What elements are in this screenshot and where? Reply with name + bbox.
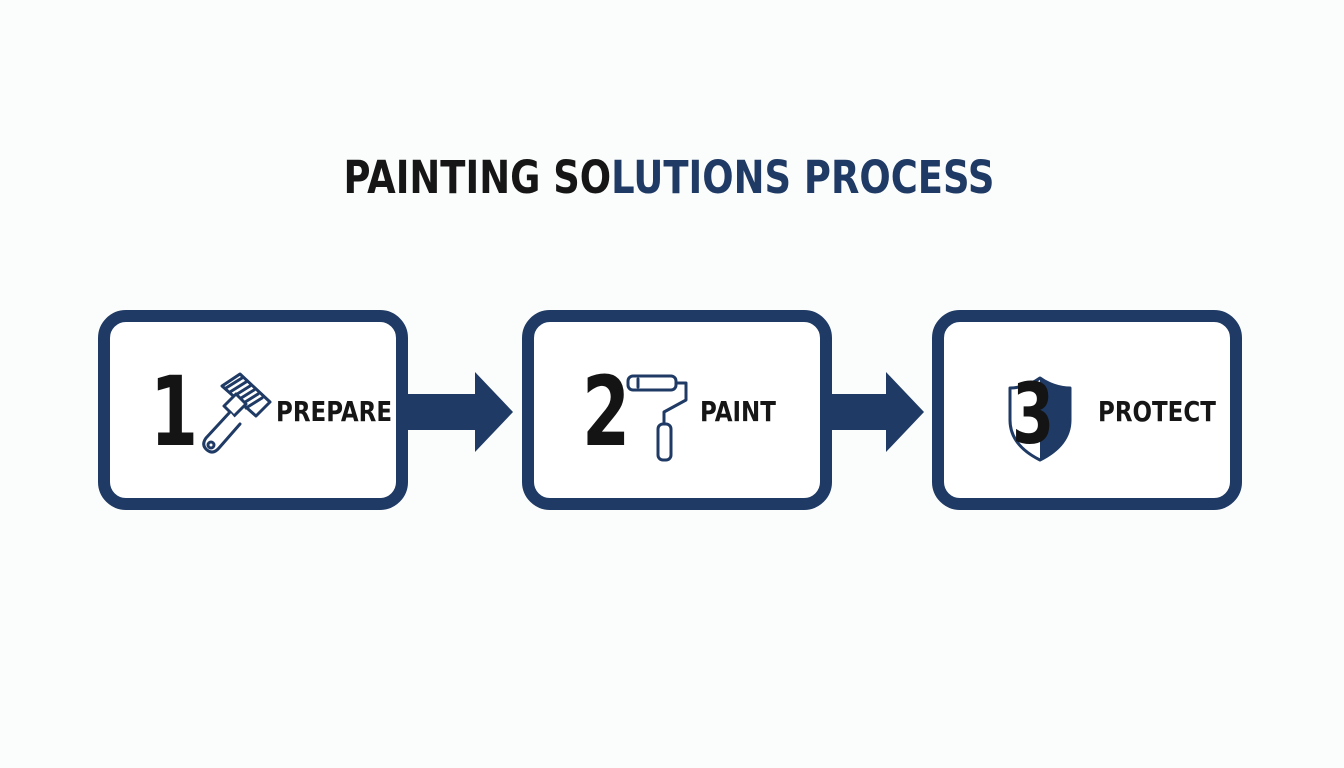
arrow-right-icon xyxy=(822,372,924,452)
title-part-dark: PAINTING SO xyxy=(343,151,612,204)
shield-icon xyxy=(1008,376,1072,462)
scraper-icon xyxy=(202,372,272,454)
step-prepare-box: 1 PREPARE xyxy=(98,310,408,510)
step-number: 3 xyxy=(1012,365,1055,463)
paint-roller-icon xyxy=(626,374,688,462)
step-paint-box: 2 PAINT xyxy=(522,310,832,510)
diagram-title: PAINTING SOLUTIONS PROCESS xyxy=(118,148,1220,208)
step-protect-box: 3 PROTECT xyxy=(932,310,1242,510)
step-label-paint: PAINT xyxy=(700,395,776,428)
title-part-blue: LUTIONS PROCESS xyxy=(611,151,995,204)
step-label-prepare: PREPARE xyxy=(276,395,393,428)
arrow-right-icon xyxy=(407,372,513,452)
step-label-protect: PROTECT xyxy=(1098,395,1216,428)
step-number: 2 xyxy=(582,356,631,468)
step-number: 1 xyxy=(150,356,199,468)
